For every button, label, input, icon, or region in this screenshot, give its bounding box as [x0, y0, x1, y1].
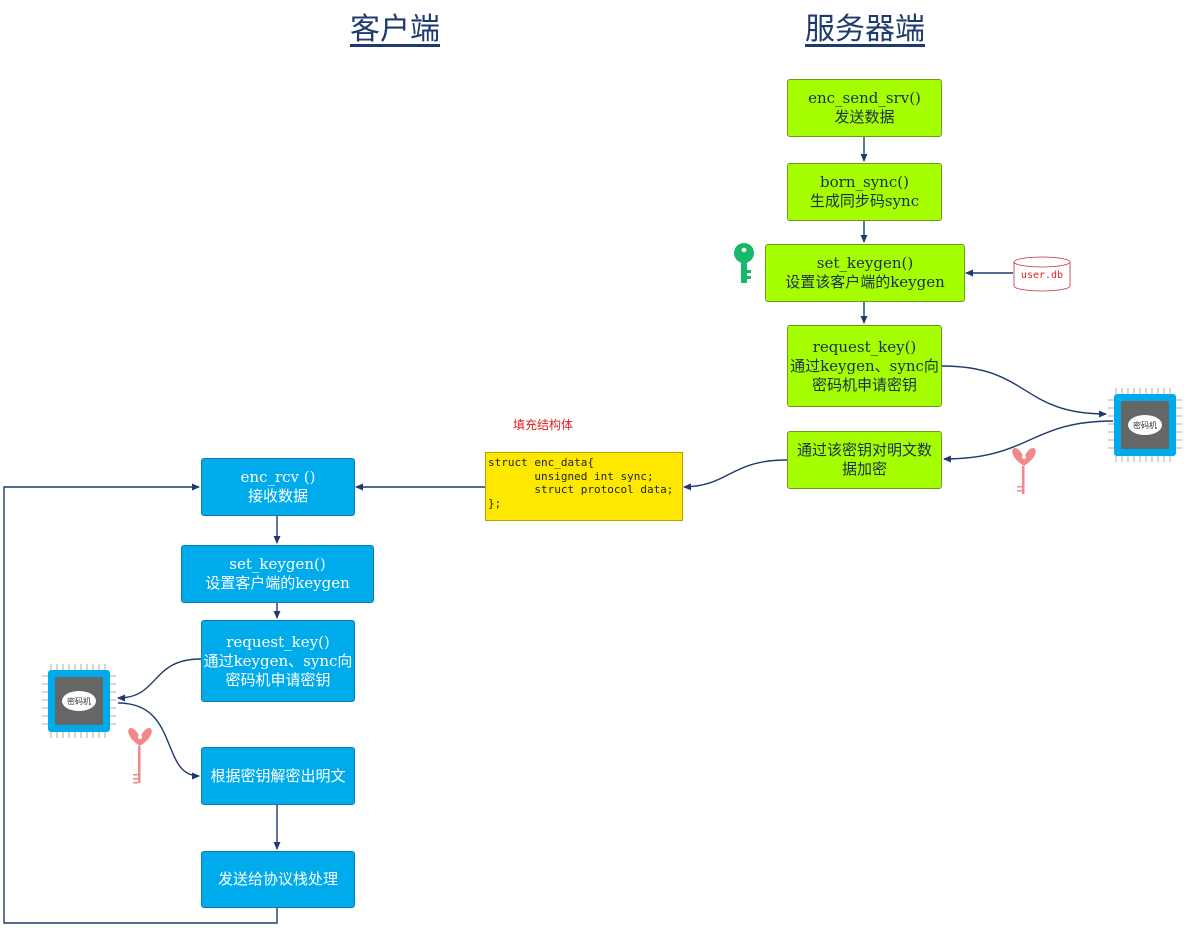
server-setkey-box[interactable]: set_keygen() 设置该客户端的keygen — [765, 244, 965, 302]
client-decrypt-label: 根据密钥解密出明文 — [210, 766, 346, 785]
client-recv-box[interactable]: enc_rcv () 接收数据 — [201, 458, 355, 516]
arrow-encrypt-to-struct — [683, 459, 788, 491]
server-send-box[interactable]: enc_send_srv() 发送数据 — [787, 79, 942, 137]
client-setkey-fn: set_keygen() — [229, 555, 326, 573]
code-line: struct enc_data{ — [488, 456, 594, 469]
database-icon — [1013, 256, 1071, 292]
code-line: unsigned int sync; — [488, 469, 654, 483]
arrow-request-to-client-chip — [117, 658, 202, 702]
green-key-icon — [734, 243, 754, 283]
struct-code-box: struct enc_data{ unsigned int sync; stru… — [485, 452, 683, 521]
client-stack-label: 发送给协议栈处理 — [217, 870, 338, 888]
server-encrypt-line2: 据加密 — [841, 460, 887, 478]
server-request-line2: 通过keygen、sync向 — [790, 356, 939, 375]
server-request-line3: 密码机申请密钥 — [811, 375, 917, 394]
client-setkey-desc: 设置客户端的keygen — [205, 574, 350, 592]
server-setkey-fn: set_keygen() — [816, 254, 914, 272]
server-request-fn: request_key() — [812, 337, 917, 356]
client-pink-key-icon — [128, 728, 152, 784]
server-send-fn: enc_send_srv() — [808, 89, 921, 107]
server-request-key-box[interactable]: request_key() 通过keygen、sync向 密码机申请密钥 — [787, 325, 942, 407]
client-request-line2: 通过keygen、sync向 — [203, 651, 353, 670]
client-chip-icon — [42, 664, 116, 738]
database-label: user.db — [1020, 270, 1064, 281]
pink-key-icon — [1012, 448, 1036, 494]
server-encrypt-box[interactable]: 通过该密钥对明文数 据加密 — [787, 431, 942, 489]
server-born-sync-box[interactable]: born_sync() 生成同步码sync — [787, 163, 942, 221]
client-request-key-box[interactable]: request_key() 通过keygen、sync向 密码机申请密钥 — [201, 620, 355, 702]
arrow-chip-to-decrypt — [117, 702, 200, 780]
client-request-fn: request_key() — [226, 632, 330, 651]
server-setkey-desc: 设置该客户端的keygen — [785, 273, 945, 291]
client-recv-fn: enc_rcv () — [240, 468, 316, 486]
client-request-line3: 密码机申请密钥 — [225, 670, 331, 689]
client-decrypt-box[interactable]: 根据密钥解密出明文 — [201, 747, 355, 805]
server-born-fn: born_sync() — [820, 173, 909, 191]
server-born-desc: 生成同步码sync — [809, 192, 920, 210]
server-send-desc: 发送数据 — [834, 108, 895, 126]
arrow-loop-back — [3, 483, 278, 924]
code-line: struct protocol data; — [488, 483, 674, 496]
client-chip-label: 密码机 — [67, 697, 91, 706]
client-setkey-box[interactable]: set_keygen() 设置客户端的keygen — [181, 545, 374, 603]
struct-annotation: 填充结构体 — [513, 418, 574, 432]
code-line: }; — [488, 496, 502, 510]
client-recv-desc: 接收数据 — [247, 487, 308, 505]
client-protocol-stack-box[interactable]: 发送给协议栈处理 — [201, 851, 355, 908]
server-title: 服务器端 — [805, 12, 925, 47]
server-chip-label: 密码机 — [1133, 421, 1157, 430]
arrow-chip-to-encrypt — [943, 420, 1114, 463]
chip-icon — [1108, 388, 1182, 462]
arrow-request-to-chip — [941, 365, 1107, 418]
client-title: 客户端 — [350, 12, 440, 47]
server-encrypt-line1: 通过该密钥对明文数 — [796, 441, 932, 459]
